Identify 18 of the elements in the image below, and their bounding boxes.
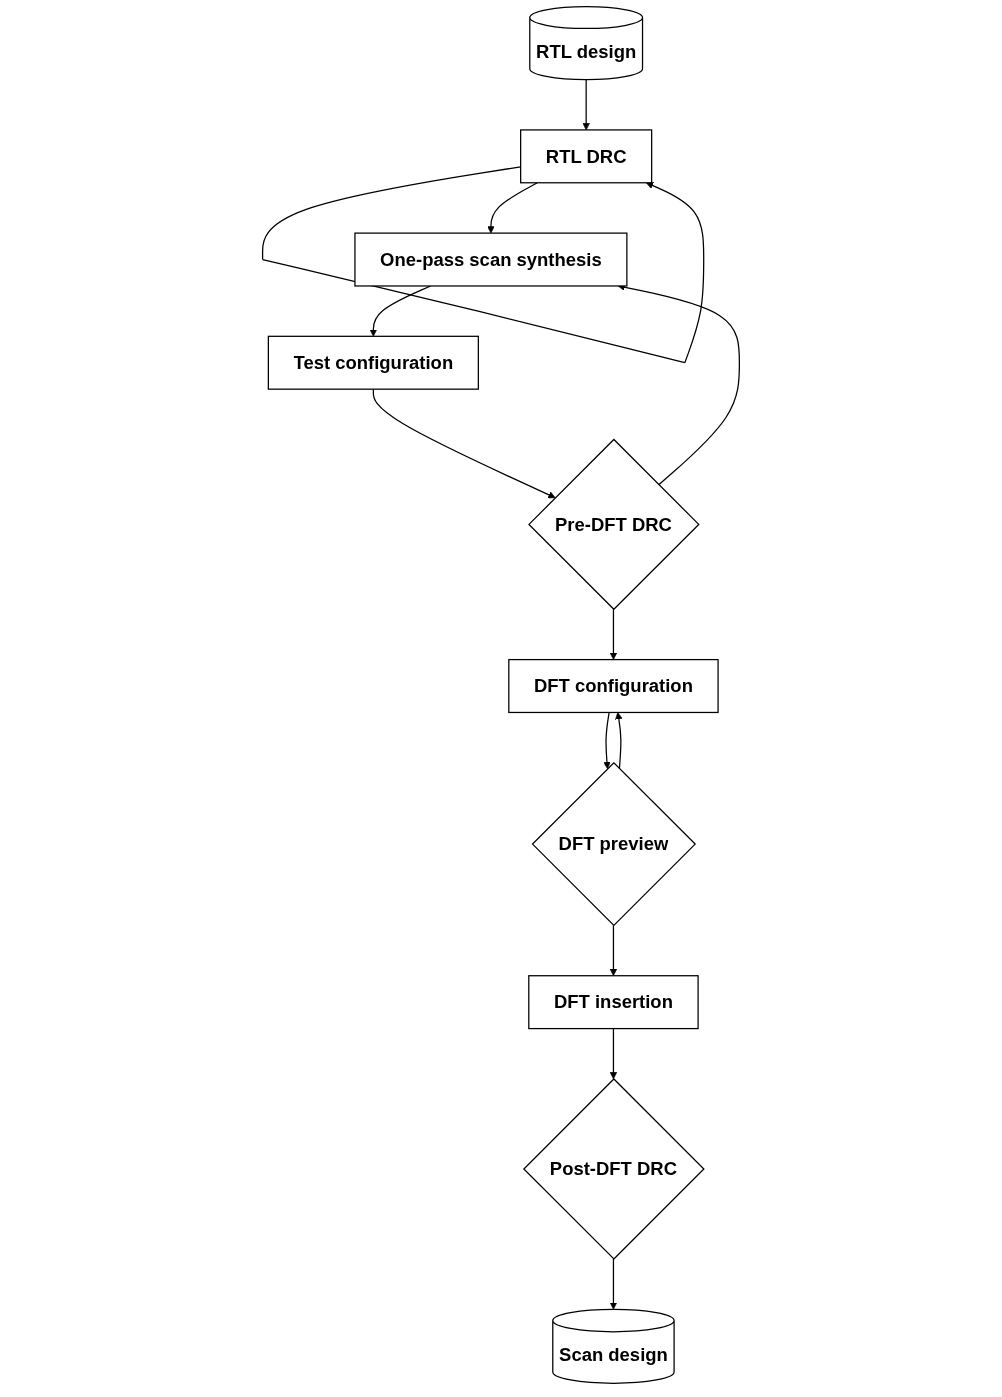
node-box: DFT insertion	[528, 975, 699, 1030]
arrow	[372, 388, 556, 499]
arrow	[603, 711, 611, 770]
node-box: Test configuration	[267, 335, 479, 390]
node-box: DFT configuration	[508, 658, 719, 714]
arrow	[582, 78, 590, 131]
node-box: One-pass scan synthesis	[354, 232, 628, 287]
node-diamond: Pre-DFT DRC	[528, 438, 700, 611]
arrow	[369, 285, 432, 337]
arrow	[487, 182, 538, 234]
node-diamond: DFT preview	[531, 761, 697, 927]
arrow	[609, 608, 618, 660]
arrow	[262, 166, 705, 364]
arrow	[609, 924, 618, 977]
node-diamond: Post-DFT DRC	[522, 1078, 705, 1260]
node-box: RTL DRC	[520, 129, 653, 184]
arrow	[609, 1027, 618, 1080]
arrow	[609, 1258, 618, 1310]
